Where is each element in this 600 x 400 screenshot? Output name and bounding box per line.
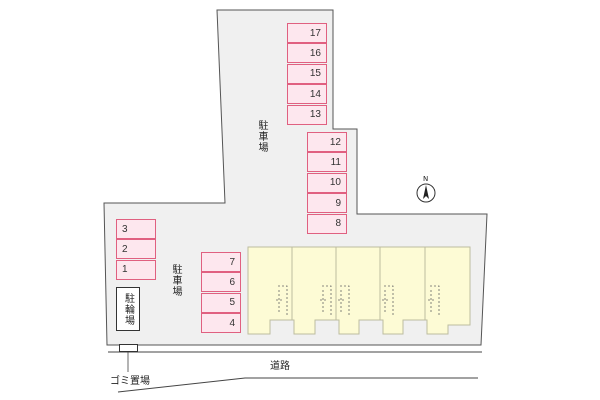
parking-slot-15: 15 [287, 63, 327, 84]
parking-slot-3: 3 [116, 219, 156, 239]
compass-icon [416, 183, 436, 203]
building-body [247, 246, 471, 335]
parking-slot-14: 14 [287, 84, 327, 105]
parking-slot-12: 12 [307, 132, 347, 152]
unit-stair-mark [320, 285, 332, 316]
north-arrow: N [414, 175, 438, 204]
unit-stair-mark [276, 285, 288, 316]
garbage-area-label: ゴミ置場 [110, 376, 150, 387]
parking-slot-8: 8 [307, 213, 347, 234]
bicycle-parking-box: 駐輪場 [116, 287, 140, 331]
garbage-area-box [119, 344, 138, 352]
parking-slot-11: 11 [307, 152, 347, 173]
parking-slot-17: 17 [287, 23, 327, 43]
unit-stair-mark [338, 285, 350, 316]
parking-slot-1: 1 [116, 259, 156, 280]
parking-label-left: 駐車場 [170, 264, 181, 297]
road-lower-line [117, 377, 478, 393]
parking-slot-4: 4 [201, 313, 241, 334]
north-label: N [423, 175, 429, 183]
bicycle-parking-label: 駐輪場 [122, 292, 134, 326]
parking-slot-7: 7 [201, 252, 241, 272]
road-label: 道路 [270, 361, 290, 372]
parking-slot-13: 13 [287, 104, 327, 125]
apartment-building [247, 246, 471, 335]
parking-slot-16: 16 [287, 43, 327, 64]
parking-slot-6: 6 [201, 272, 241, 293]
parking-slot-9: 9 [307, 193, 347, 214]
unit-stair-mark [382, 285, 394, 316]
unit-stair-mark [428, 285, 440, 316]
parking-slot-10: 10 [307, 172, 347, 193]
parking-label-top: 駐車場 [256, 120, 267, 153]
parking-slot-5: 5 [201, 292, 241, 313]
parking-slot-2: 2 [116, 239, 156, 260]
